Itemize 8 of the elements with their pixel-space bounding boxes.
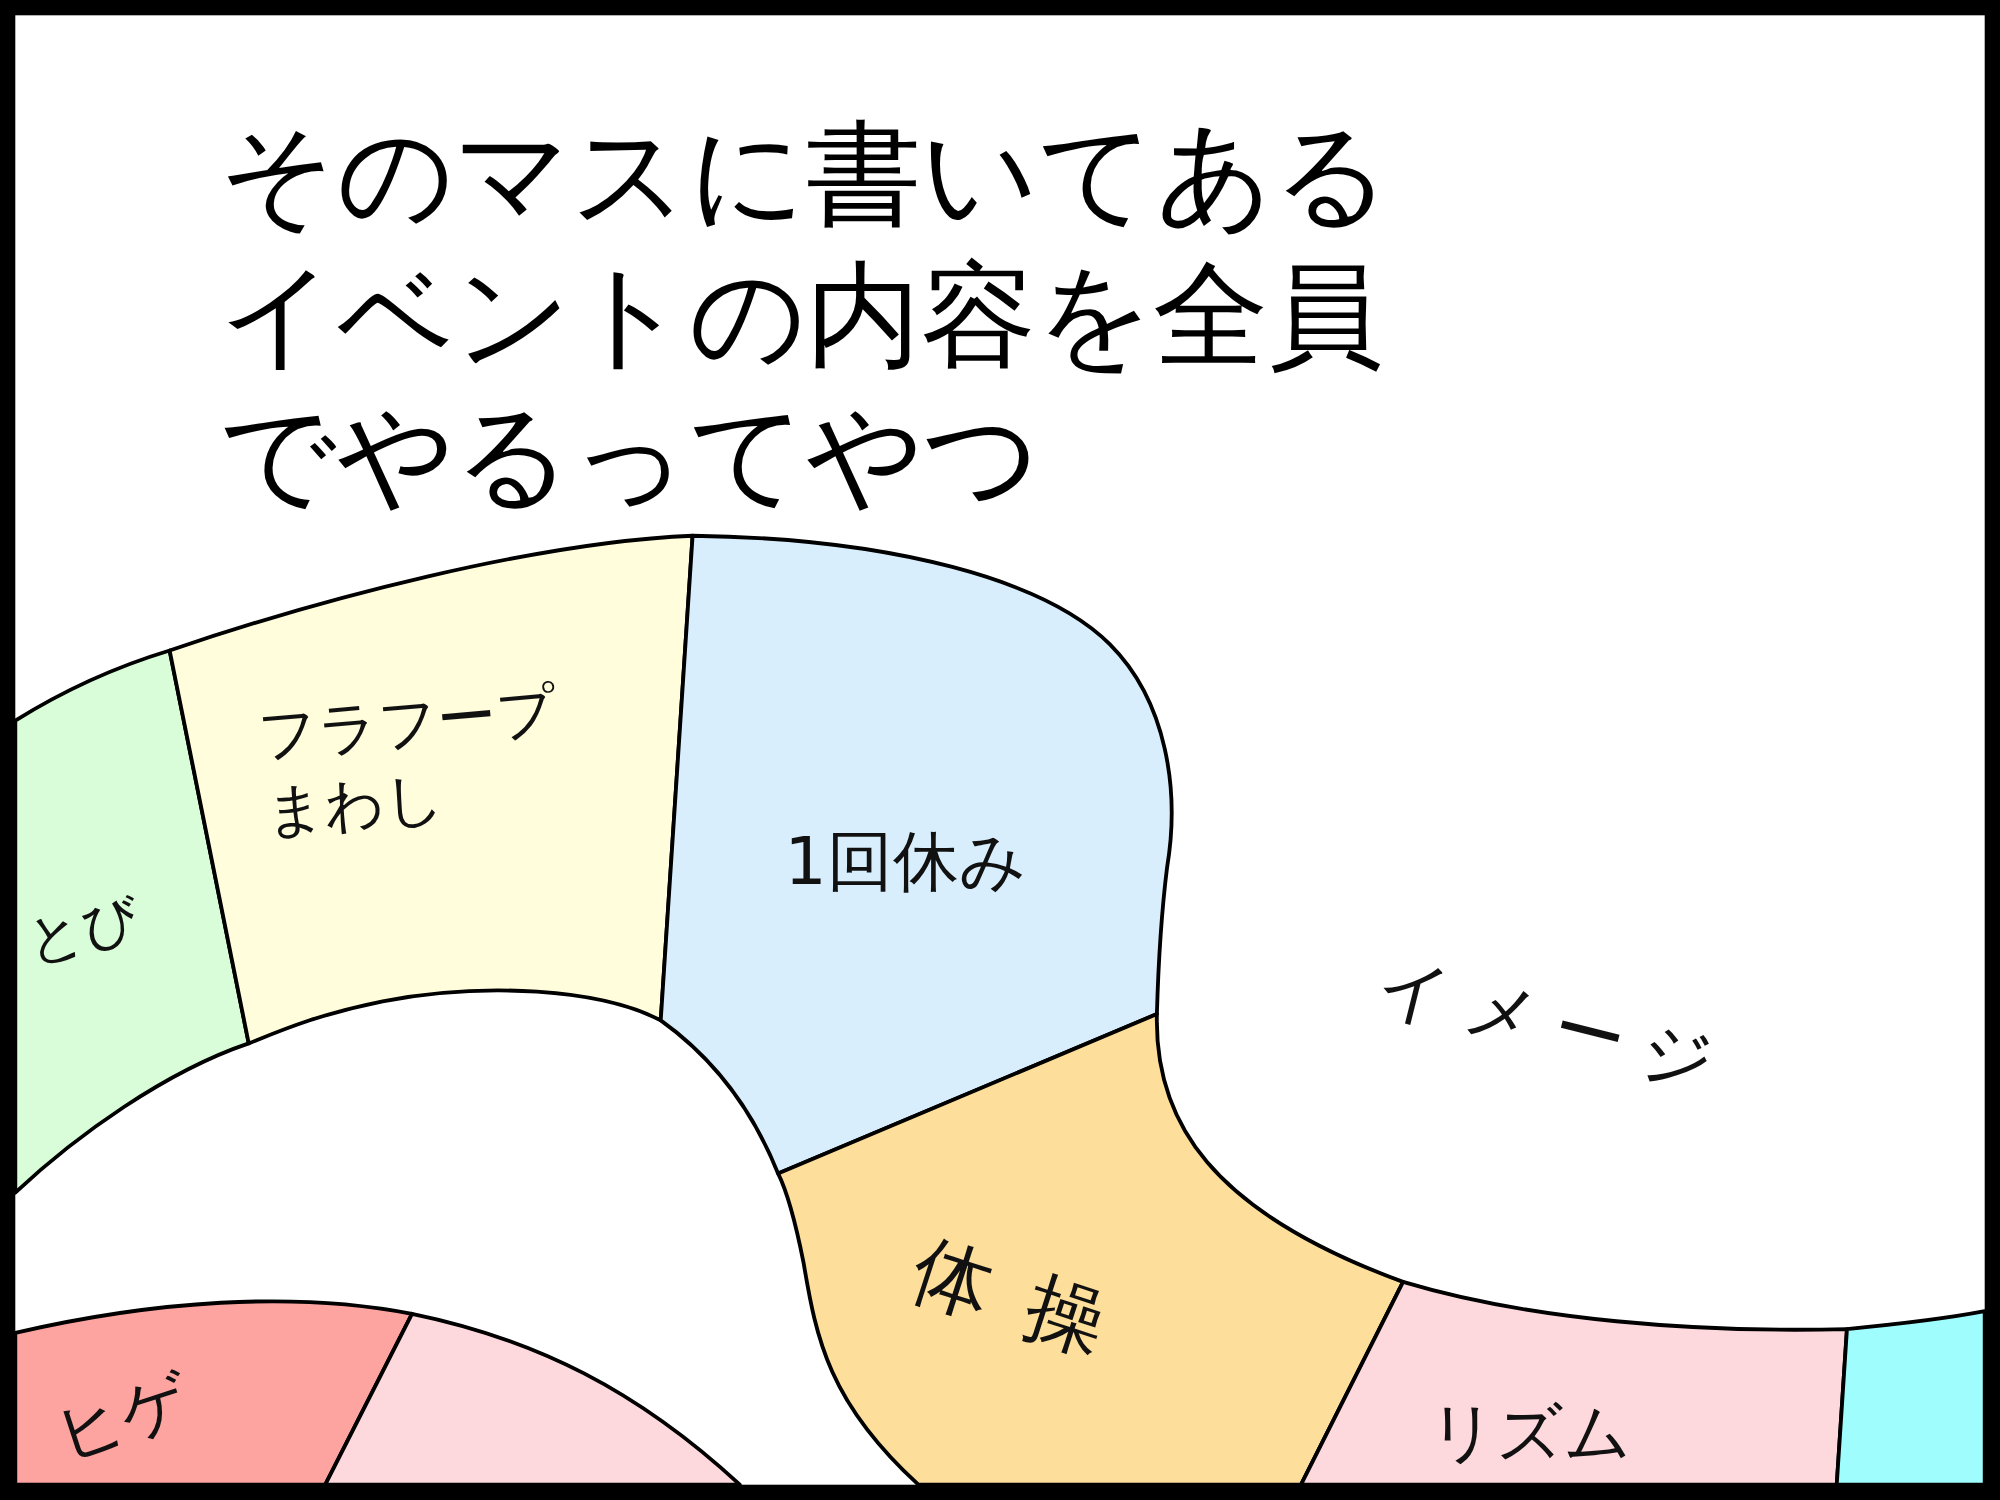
square-label: ヒゲ [44,1357,200,1476]
panel-heading: そのマスに書いてあるイベントの内容を全員でやるってやつ [219,106,1392,524]
square-label: 1回休み [784,821,1028,902]
handwritten-note: イメージ [1368,940,1741,1111]
square-label: フラフープまわし [255,674,560,849]
square-label: 体操 [900,1220,1157,1386]
square-label: とび [17,881,148,977]
square-label: リズム [1428,1393,1633,1473]
